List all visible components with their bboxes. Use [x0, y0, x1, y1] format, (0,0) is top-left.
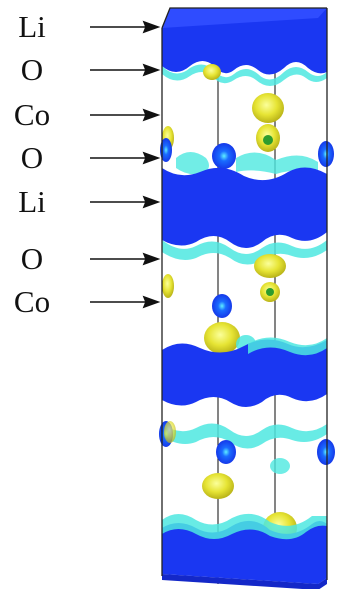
layer-label-o: O	[20, 140, 44, 175]
arrow-icon	[90, 63, 161, 77]
arrow-icon	[90, 195, 161, 209]
o-iso-middle	[162, 240, 327, 265]
o-iso-lower	[162, 423, 327, 449]
layer-label-li: Li	[18, 184, 46, 219]
arrow-icon	[90, 151, 161, 165]
co-o-region-1	[160, 93, 334, 175]
layer-label-o: O	[20, 241, 44, 276]
arrow-icon	[90, 295, 161, 309]
arrow-icon	[90, 20, 161, 34]
layer-label-li: Li	[18, 9, 46, 44]
li-layer-lower	[162, 337, 327, 407]
co-lobe	[203, 64, 221, 80]
layer-label-o: O	[20, 52, 44, 87]
li-layer-bottom	[162, 512, 327, 589]
co-o-region-2	[162, 254, 286, 354]
front-cell-edges	[161, 7, 328, 580]
o-iso-top	[162, 64, 327, 86]
label-arrows	[90, 20, 161, 309]
layer-label-co: Co	[13, 97, 51, 132]
li-layer-top	[162, 8, 327, 75]
layer-label-co: Co	[13, 284, 51, 319]
arrow-icon	[90, 252, 161, 266]
arrow-icon	[90, 108, 161, 122]
li-layer-middle	[162, 167, 327, 248]
